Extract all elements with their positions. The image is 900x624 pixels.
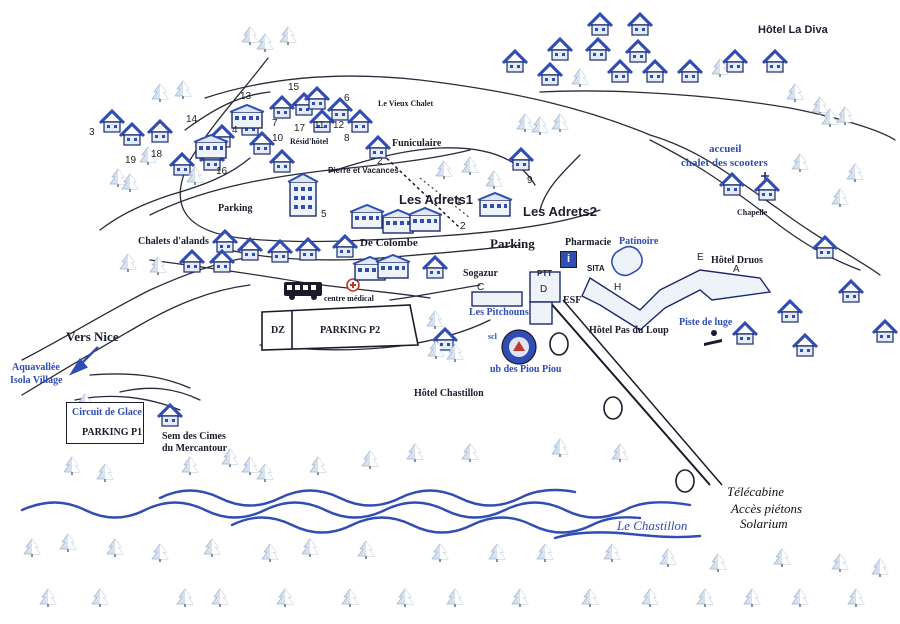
river	[20, 488, 702, 540]
building-number: 10	[272, 133, 284, 144]
label-les-adrets1: Les Adrets1	[399, 192, 473, 207]
info-sign: i	[560, 251, 577, 268]
label-parking-p1: PARKING P1	[82, 427, 143, 438]
building-number: 17	[294, 123, 306, 134]
label-centre-medical: centre médical	[324, 294, 374, 303]
building-number: 6	[344, 93, 350, 104]
label-club-prefix: scl	[488, 332, 497, 341]
label-hotel-druos: Hôtel Druos	[711, 255, 763, 266]
label-chalets-dalands: Chalets d'alands	[138, 236, 209, 247]
label-esf: ESF	[563, 295, 582, 306]
building-number: 16	[216, 166, 228, 177]
label-hotel-pas-du-loup: Hôtel Pas du Loup	[589, 325, 669, 336]
building-number: 19	[125, 155, 137, 166]
building-letter: H	[614, 282, 622, 293]
label-solarium: Solarium	[740, 516, 788, 531]
label-sem-des-cimes: Sem des Cimes	[162, 431, 226, 442]
medical-cross	[346, 278, 360, 292]
building-number: 5	[321, 209, 327, 220]
label-club-piou-piou: ub des Piou Piou	[490, 364, 562, 375]
label-telecabine: Télécabine	[727, 484, 785, 499]
building-number: 2	[377, 156, 383, 167]
label-circuit-de-glace: Circuit de Glace	[72, 407, 142, 418]
building-number: 8	[344, 133, 350, 144]
building-number: 18	[151, 149, 163, 160]
label-de-colombe: De Colombe	[360, 237, 418, 249]
label-parking-p2: PARKING P2	[320, 325, 381, 336]
parking-p2-area	[261, 304, 419, 351]
building-number: 12	[333, 120, 345, 131]
label-parking-top: Parking	[218, 203, 253, 214]
building-number: 4	[232, 125, 238, 136]
building-number: 11	[314, 120, 325, 131]
label-acces-pietons: Accès piétons	[731, 501, 803, 516]
label-vers-nice: Vers Nice	[66, 329, 119, 344]
label-aquavallee: Aquavallée	[12, 362, 60, 373]
label-le-chastillon: Le Chastillon	[617, 518, 688, 533]
label-sita: SITA	[587, 264, 605, 273]
bus	[284, 282, 322, 300]
label-piste-de-luge: Piste de luge	[679, 317, 733, 328]
label-les-adrets2: Les Adrets2	[523, 204, 597, 219]
label-hotel-la-diva: Hôtel La Diva	[758, 24, 828, 36]
building-letter: D	[540, 284, 548, 295]
building-letter: E	[697, 252, 704, 263]
label-les-pitchouns: Les Pitchouns	[469, 307, 529, 318]
label-funiculaire: Funiculaire	[392, 138, 442, 149]
piou-piou-badge	[501, 329, 537, 365]
label-chalet-des-scooters: chalet des scooters	[681, 157, 768, 169]
label-resid-hotel: Résid'hôtel	[290, 137, 329, 146]
label-accueil: accueil	[709, 143, 742, 155]
circuit-de-glace-box	[66, 402, 144, 444]
label-le-vieux-chalet: Le Vieux Chalet	[378, 99, 434, 108]
label-sogazur: Sogazur	[463, 268, 498, 279]
label-chapelle: Chapelle	[737, 208, 768, 217]
building-number: 3	[89, 127, 95, 138]
hotel-druos-building	[581, 269, 772, 331]
building-number: 9	[527, 175, 533, 186]
building-number: 1	[456, 197, 462, 208]
centre-buildings	[471, 271, 561, 325]
building-number: 2	[460, 221, 466, 232]
label-pierre-et-vacances: Pierre et Vacances	[328, 166, 399, 175]
building-number: 13	[240, 91, 252, 102]
label-pharmacie: Pharmacie	[565, 237, 612, 248]
building-number: 14	[186, 114, 198, 125]
label-hotel-chastillon: Hôtel Chastillon	[414, 388, 484, 399]
label-dz: DZ	[271, 325, 285, 336]
lift-lines	[377, 149, 723, 486]
sledder	[704, 330, 722, 346]
building-number: 15	[288, 82, 300, 93]
arrow-vers-nice	[68, 346, 99, 376]
label-isola-village: Isola Village	[10, 375, 63, 386]
gondola-cabins	[549, 332, 695, 493]
label-ptt: PTT	[537, 269, 553, 278]
building-number: 7	[272, 118, 278, 129]
label-du-mercantour: du Mercantour	[162, 443, 228, 454]
label-patinoire: Patinoire	[619, 236, 659, 247]
label-parking-mid: Parking	[490, 236, 535, 251]
building-letter: A	[733, 264, 740, 275]
patinoire-rink	[611, 245, 643, 277]
building-letter: C	[477, 282, 485, 293]
